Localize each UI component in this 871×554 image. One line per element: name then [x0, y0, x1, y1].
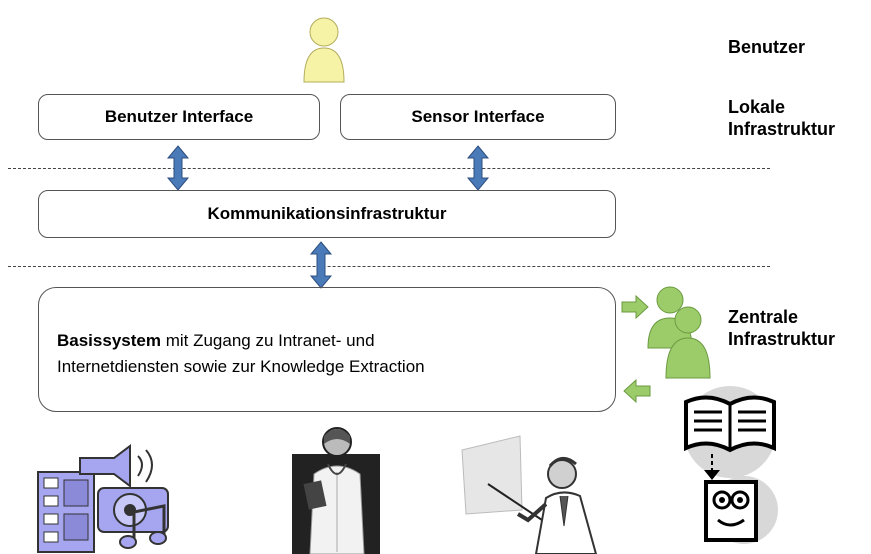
book-reader-icon: [684, 386, 778, 544]
divider-upper: [8, 168, 770, 169]
user-icon: [303, 17, 345, 83]
label-lokale: Lokale: [728, 97, 786, 117]
label-zentrale-infrastruktur: Infrastruktur: [728, 329, 836, 349]
sensor-interface-box: Sensor Interface: [340, 94, 616, 140]
doctor-clipart: [292, 427, 380, 554]
arrow-right-icon: [621, 294, 649, 320]
benutzer-interface-box: Benutzer Interface: [38, 94, 320, 140]
basissystem-box: Basissystem mit Zugang zu Intranet- und …: [38, 287, 616, 412]
double-arrow-icon: [309, 241, 333, 289]
kommunikationsinfrastruktur-label: Kommunikationsinfrastruktur: [207, 204, 447, 223]
label-benutzer: Benutzer: [728, 37, 806, 57]
sensor-interface-label: Sensor Interface: [411, 107, 545, 126]
double-arrow-icon: [466, 145, 490, 191]
multimedia-clipart: [37, 444, 169, 553]
double-arrow-icon: [166, 145, 190, 191]
divider-lower: [8, 266, 770, 267]
arrow-left-icon: [623, 378, 651, 404]
central-users-icon: [647, 286, 711, 379]
label-zentrale: Zentrale: [728, 307, 799, 327]
basissystem-bold: Basissystem: [57, 331, 161, 350]
basissystem-line1: Basissystem mit Zugang zu Intranet- und: [57, 328, 615, 354]
benutzer-interface-label: Benutzer Interface: [104, 107, 254, 126]
basissystem-line2: Internetdiensten sowie zur Knowledge Ext…: [57, 357, 425, 376]
basissystem-rest: mit Zugang zu Intranet- und: [160, 331, 375, 350]
label-lokale-infrastruktur: Infrastruktur: [728, 119, 836, 139]
presenter-clipart: [461, 435, 598, 554]
kommunikationsinfrastruktur-box: Kommunikationsinfrastruktur: [38, 190, 616, 238]
